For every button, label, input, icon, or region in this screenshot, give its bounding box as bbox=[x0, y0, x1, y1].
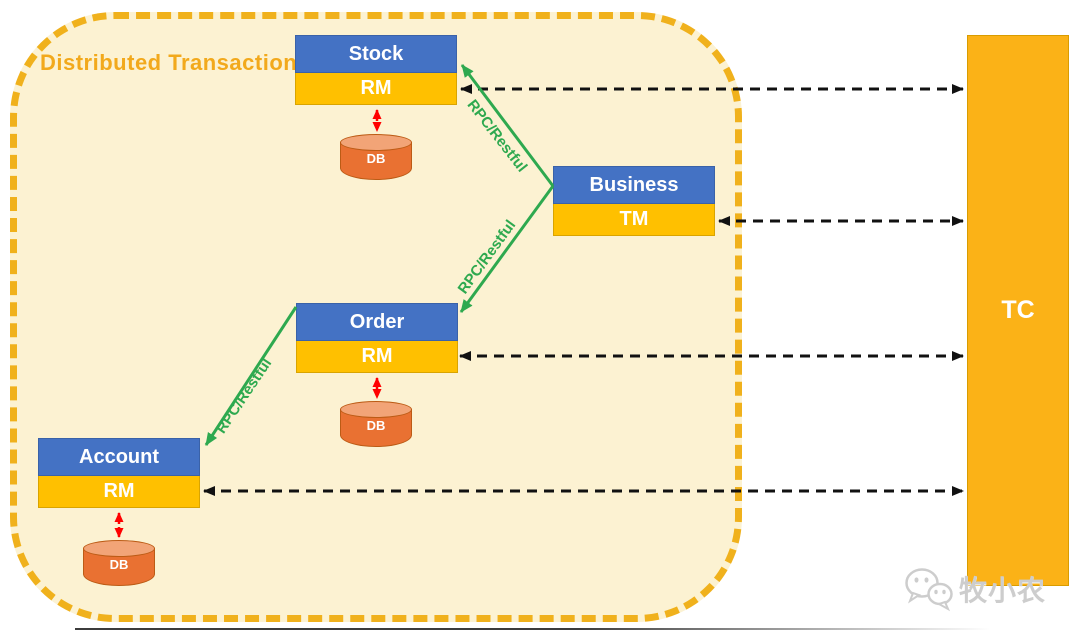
service-stock-role: RM bbox=[295, 73, 457, 105]
database-cylinder-top bbox=[83, 540, 155, 557]
bottom-divider-line bbox=[75, 628, 990, 630]
diagram-title: Distributed Transaction bbox=[40, 50, 298, 75]
database-stock: DB bbox=[340, 134, 412, 182]
service-business-role: TM bbox=[553, 204, 715, 236]
service-business: Business TM bbox=[553, 166, 715, 236]
service-stock: Stock RM bbox=[295, 35, 457, 105]
service-account-name: Account bbox=[38, 438, 200, 476]
transaction-coordinator: TC bbox=[967, 35, 1069, 586]
wechat-icon bbox=[905, 568, 953, 612]
watermark-text: 牧小农 bbox=[959, 575, 1047, 606]
watermark: 牧小农 bbox=[903, 566, 1046, 612]
service-account-role: RM bbox=[38, 476, 200, 508]
service-account: Account RM bbox=[38, 438, 200, 508]
service-business-name: Business bbox=[553, 166, 715, 204]
service-order: Order RM bbox=[296, 303, 458, 373]
database-cylinder-top bbox=[340, 401, 412, 418]
service-order-name: Order bbox=[296, 303, 458, 341]
database-cylinder-top bbox=[340, 134, 412, 151]
service-stock-name: Stock bbox=[295, 35, 457, 73]
database-stock-label: DB bbox=[366, 151, 386, 166]
database-account-label: DB bbox=[109, 557, 129, 572]
database-order: DB bbox=[340, 401, 412, 449]
service-order-role: RM bbox=[296, 341, 458, 373]
database-order-label: DB bbox=[366, 418, 386, 433]
database-account: DB bbox=[83, 540, 155, 588]
